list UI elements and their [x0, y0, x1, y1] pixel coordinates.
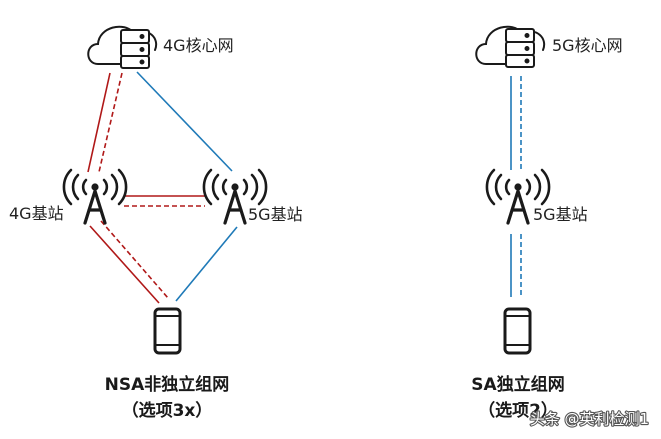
smartphone-icon — [153, 307, 182, 355]
sa-5g-bs-label: 5G基站 — [533, 205, 588, 224]
nsa-core: 4G核心网 — [87, 25, 234, 69]
sa-caption-title: SA独立组网 — [471, 374, 564, 395]
nsa-4g-bs-label: 4G基站 — [9, 204, 64, 223]
sa-caption-option: （选项2） — [478, 400, 558, 421]
nsa-links — [87, 71, 238, 304]
sa-core-label: 5G核心网 — [552, 36, 623, 55]
nsa-caption-option: （选项3x） — [122, 400, 213, 421]
link-4g-phone-dashed — [100, 220, 169, 299]
watermark: 头条 @英利检测1 — [530, 410, 649, 428]
antenna-tower-icon — [202, 168, 268, 225]
link-4g-phone-solid — [89, 225, 160, 304]
antenna-tower-icon — [485, 168, 551, 225]
server-icon — [505, 28, 535, 68]
link-core-5g — [136, 71, 233, 172]
nsa-5g-bs-label: 5G基站 — [248, 205, 303, 224]
cloud-icon — [475, 25, 546, 65]
server-icon — [120, 29, 150, 69]
sa-core: 5G核心网 — [475, 25, 623, 68]
smartphone-icon — [503, 307, 532, 355]
cloud-icon — [87, 25, 158, 65]
nsa-core-label: 4G核心网 — [163, 36, 234, 55]
antenna-tower-icon — [62, 168, 128, 225]
link-core-4g-dashed — [98, 72, 123, 173]
nsa-caption-title: NSA非独立组网 — [105, 374, 230, 395]
sa-links — [510, 76, 522, 297]
link-5g-phone — [175, 226, 238, 302]
link-core-4g-solid — [87, 72, 111, 173]
